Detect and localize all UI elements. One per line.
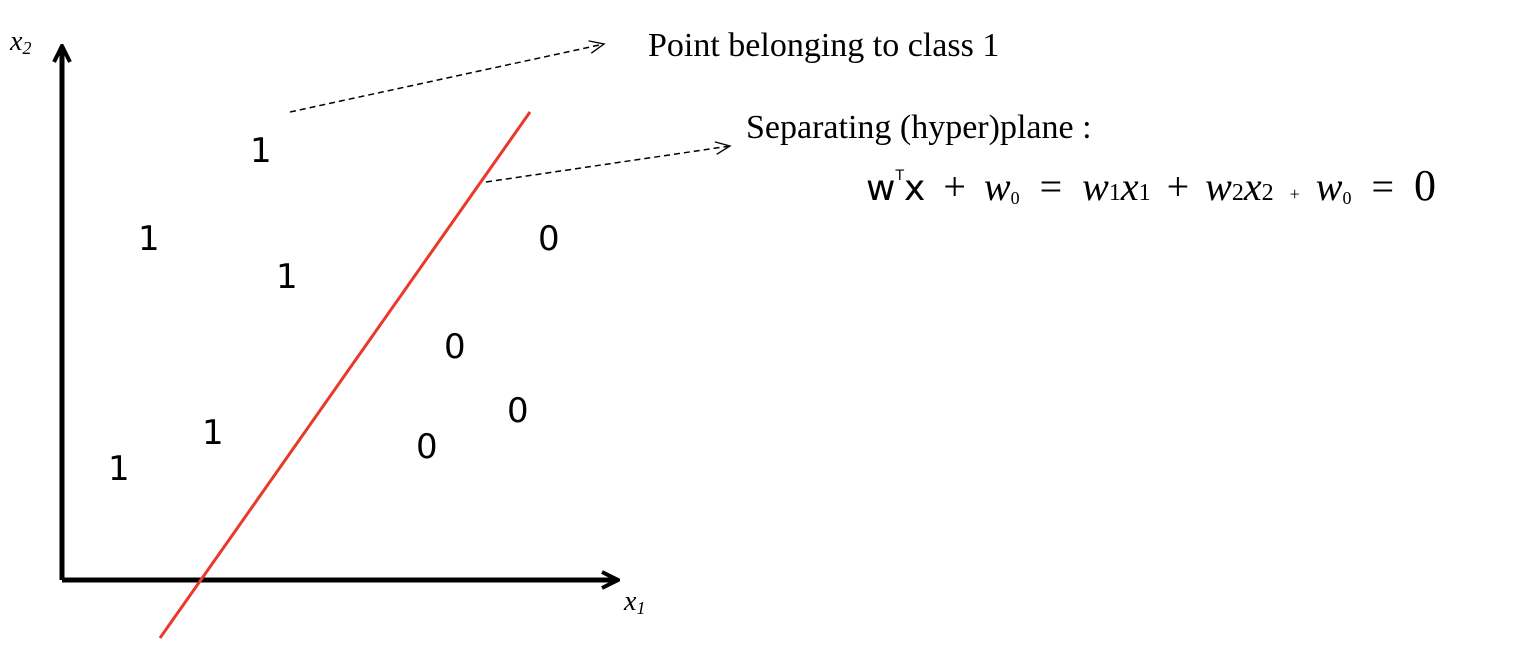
point-class-0: 0 — [444, 327, 466, 367]
point-class-1: 1 — [276, 257, 298, 297]
point-class-0: 0 — [507, 391, 529, 431]
x-axis-label: x1 — [623, 586, 645, 618]
point-class-0: 0 — [538, 219, 560, 259]
plane-annotation-label: Separating (hyper)plane : — [746, 109, 1092, 146]
data-points: 1 1 1 1 1 0 0 0 0 — [108, 131, 560, 489]
plane-annotation-arrow — [485, 141, 732, 183]
hyperplane-equation: wTx + w0 = w1x1 + w2x2 + w0 = 0 — [866, 161, 1436, 213]
point-annotation-arrow — [289, 40, 606, 113]
point-class-1: 1 — [250, 131, 272, 171]
point-class-1: 1 — [202, 413, 224, 453]
separating-line — [158, 111, 532, 639]
point-class-1: 1 — [108, 449, 130, 489]
y-axis-label: x2 — [9, 26, 31, 58]
point-class-1: 1 — [138, 219, 160, 259]
point-annotation-label: Point belonging to class 1 — [648, 27, 999, 64]
point-class-0: 0 — [416, 427, 438, 467]
